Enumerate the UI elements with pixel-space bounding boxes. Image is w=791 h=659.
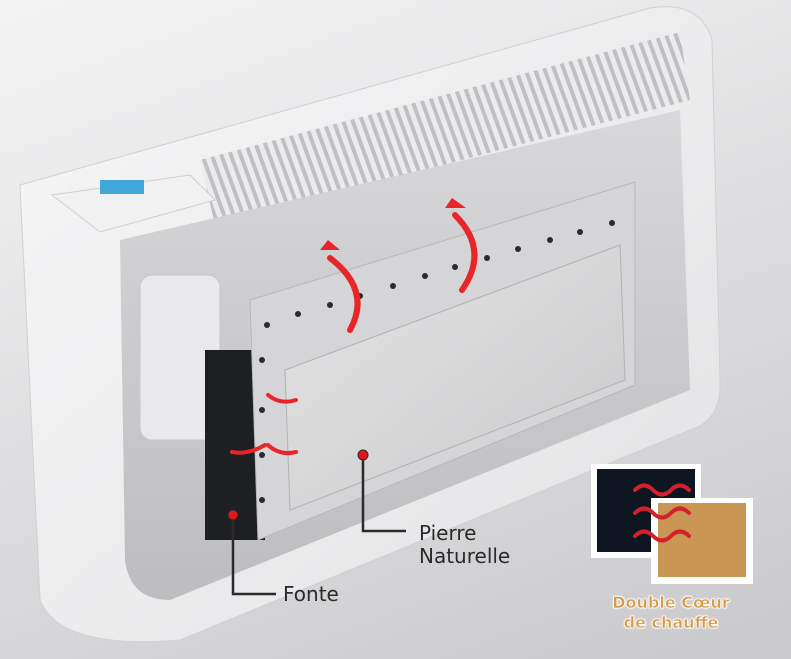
lcd-display bbox=[100, 180, 144, 194]
double-heart-badge bbox=[591, 464, 753, 584]
arrow-head-icon bbox=[445, 198, 466, 208]
arrow-up-icon bbox=[452, 212, 478, 293]
castiron-marker-dot bbox=[227, 509, 239, 521]
heat-wave-icon bbox=[633, 483, 691, 543]
badge-caption-line2: de chauffe bbox=[623, 613, 719, 633]
natural-stone-panel bbox=[284, 244, 626, 511]
callout-castiron-label: Fonte bbox=[283, 582, 339, 606]
badge-caption: Double Cœur de chauffe bbox=[596, 593, 746, 633]
heat-flow-arrows bbox=[230, 212, 478, 456]
badge-caption-line1: Double Cœur bbox=[612, 593, 730, 613]
control-panel bbox=[50, 174, 216, 233]
arrow-up-icon bbox=[327, 255, 361, 333]
arrow-head-icon bbox=[320, 240, 340, 250]
callout-stone-label: Pierre Naturelle bbox=[419, 522, 510, 568]
stone-marker-dot bbox=[357, 449, 369, 461]
stone-label-line1: Pierre bbox=[419, 521, 477, 545]
callout-lines bbox=[231, 455, 406, 596]
top-grille bbox=[200, 32, 690, 225]
stone-label-line2: Naturelle bbox=[419, 544, 511, 568]
